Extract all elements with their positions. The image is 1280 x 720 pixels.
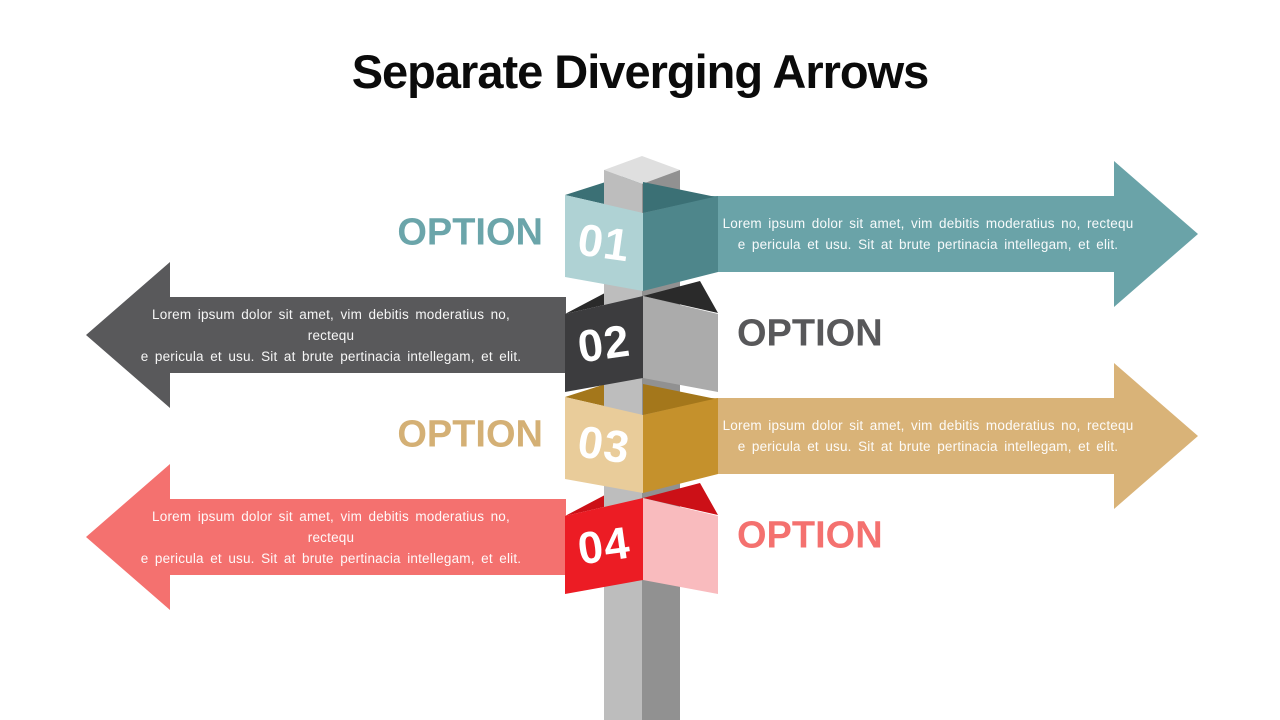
option-number: 03 [574, 415, 634, 474]
number-plate [565, 397, 643, 493]
option-number: 02 [574, 314, 634, 373]
option-row-02: Lorem ipsum dolor sit amet, vim debitis … [0, 261, 1280, 409]
arrow-description: Lorem ipsum dolor sit amet, vim debitis … [128, 499, 534, 575]
ribbon-wrap-face [643, 498, 718, 594]
option-row-03: Lorem ipsum dolor sit amet, vim debitis … [0, 362, 1280, 510]
description-line-1: Lorem ipsum dolor sit amet, vim debitis … [722, 216, 1134, 231]
number-plate [565, 296, 643, 392]
option-label: OPTION [737, 514, 883, 557]
arrow-description: Lorem ipsum dolor sit amet, vim debitis … [722, 196, 1134, 272]
description-line-2: e pericula et usu. Sit at brute pertinac… [140, 348, 522, 364]
ribbon-wrap-face [643, 296, 718, 392]
description-line-2: e pericula et usu. Sit at brute pertinac… [737, 439, 1119, 454]
description-line-1: Lorem ipsum dolor sit amet, vim debitis … [152, 306, 510, 343]
option-label: OPTION [397, 413, 543, 456]
description-line-2: e pericula et usu. Sit at brute pertinac… [737, 237, 1119, 252]
number-plate [565, 498, 643, 594]
ribbon-wrap-face [643, 196, 718, 291]
ribbon-wrap-face [643, 398, 718, 493]
diagram-title: Separate Diverging Arrows [351, 45, 930, 98]
arrow-description: Lorem ipsum dolor sit amet, vim debitis … [128, 297, 534, 373]
arrow-description: Lorem ipsum dolor sit amet, vim debitis … [722, 398, 1134, 474]
number-plate [565, 195, 643, 291]
description-line-1: Lorem ipsum dolor sit amet, vim debitis … [722, 418, 1134, 433]
option-row-01: Lorem ipsum dolor sit amet, vim debitis … [0, 160, 1280, 308]
description-line-1: Lorem ipsum dolor sit amet, vim debitis … [152, 508, 510, 545]
option-row-04: Lorem ipsum dolor sit amet, vim debitis … [0, 463, 1280, 611]
option-number: 01 [574, 213, 634, 272]
option-label: OPTION [737, 312, 883, 355]
option-number: 04 [574, 516, 634, 575]
description-line-2: e pericula et usu. Sit at brute pertinac… [140, 550, 522, 566]
option-label: OPTION [397, 211, 543, 254]
